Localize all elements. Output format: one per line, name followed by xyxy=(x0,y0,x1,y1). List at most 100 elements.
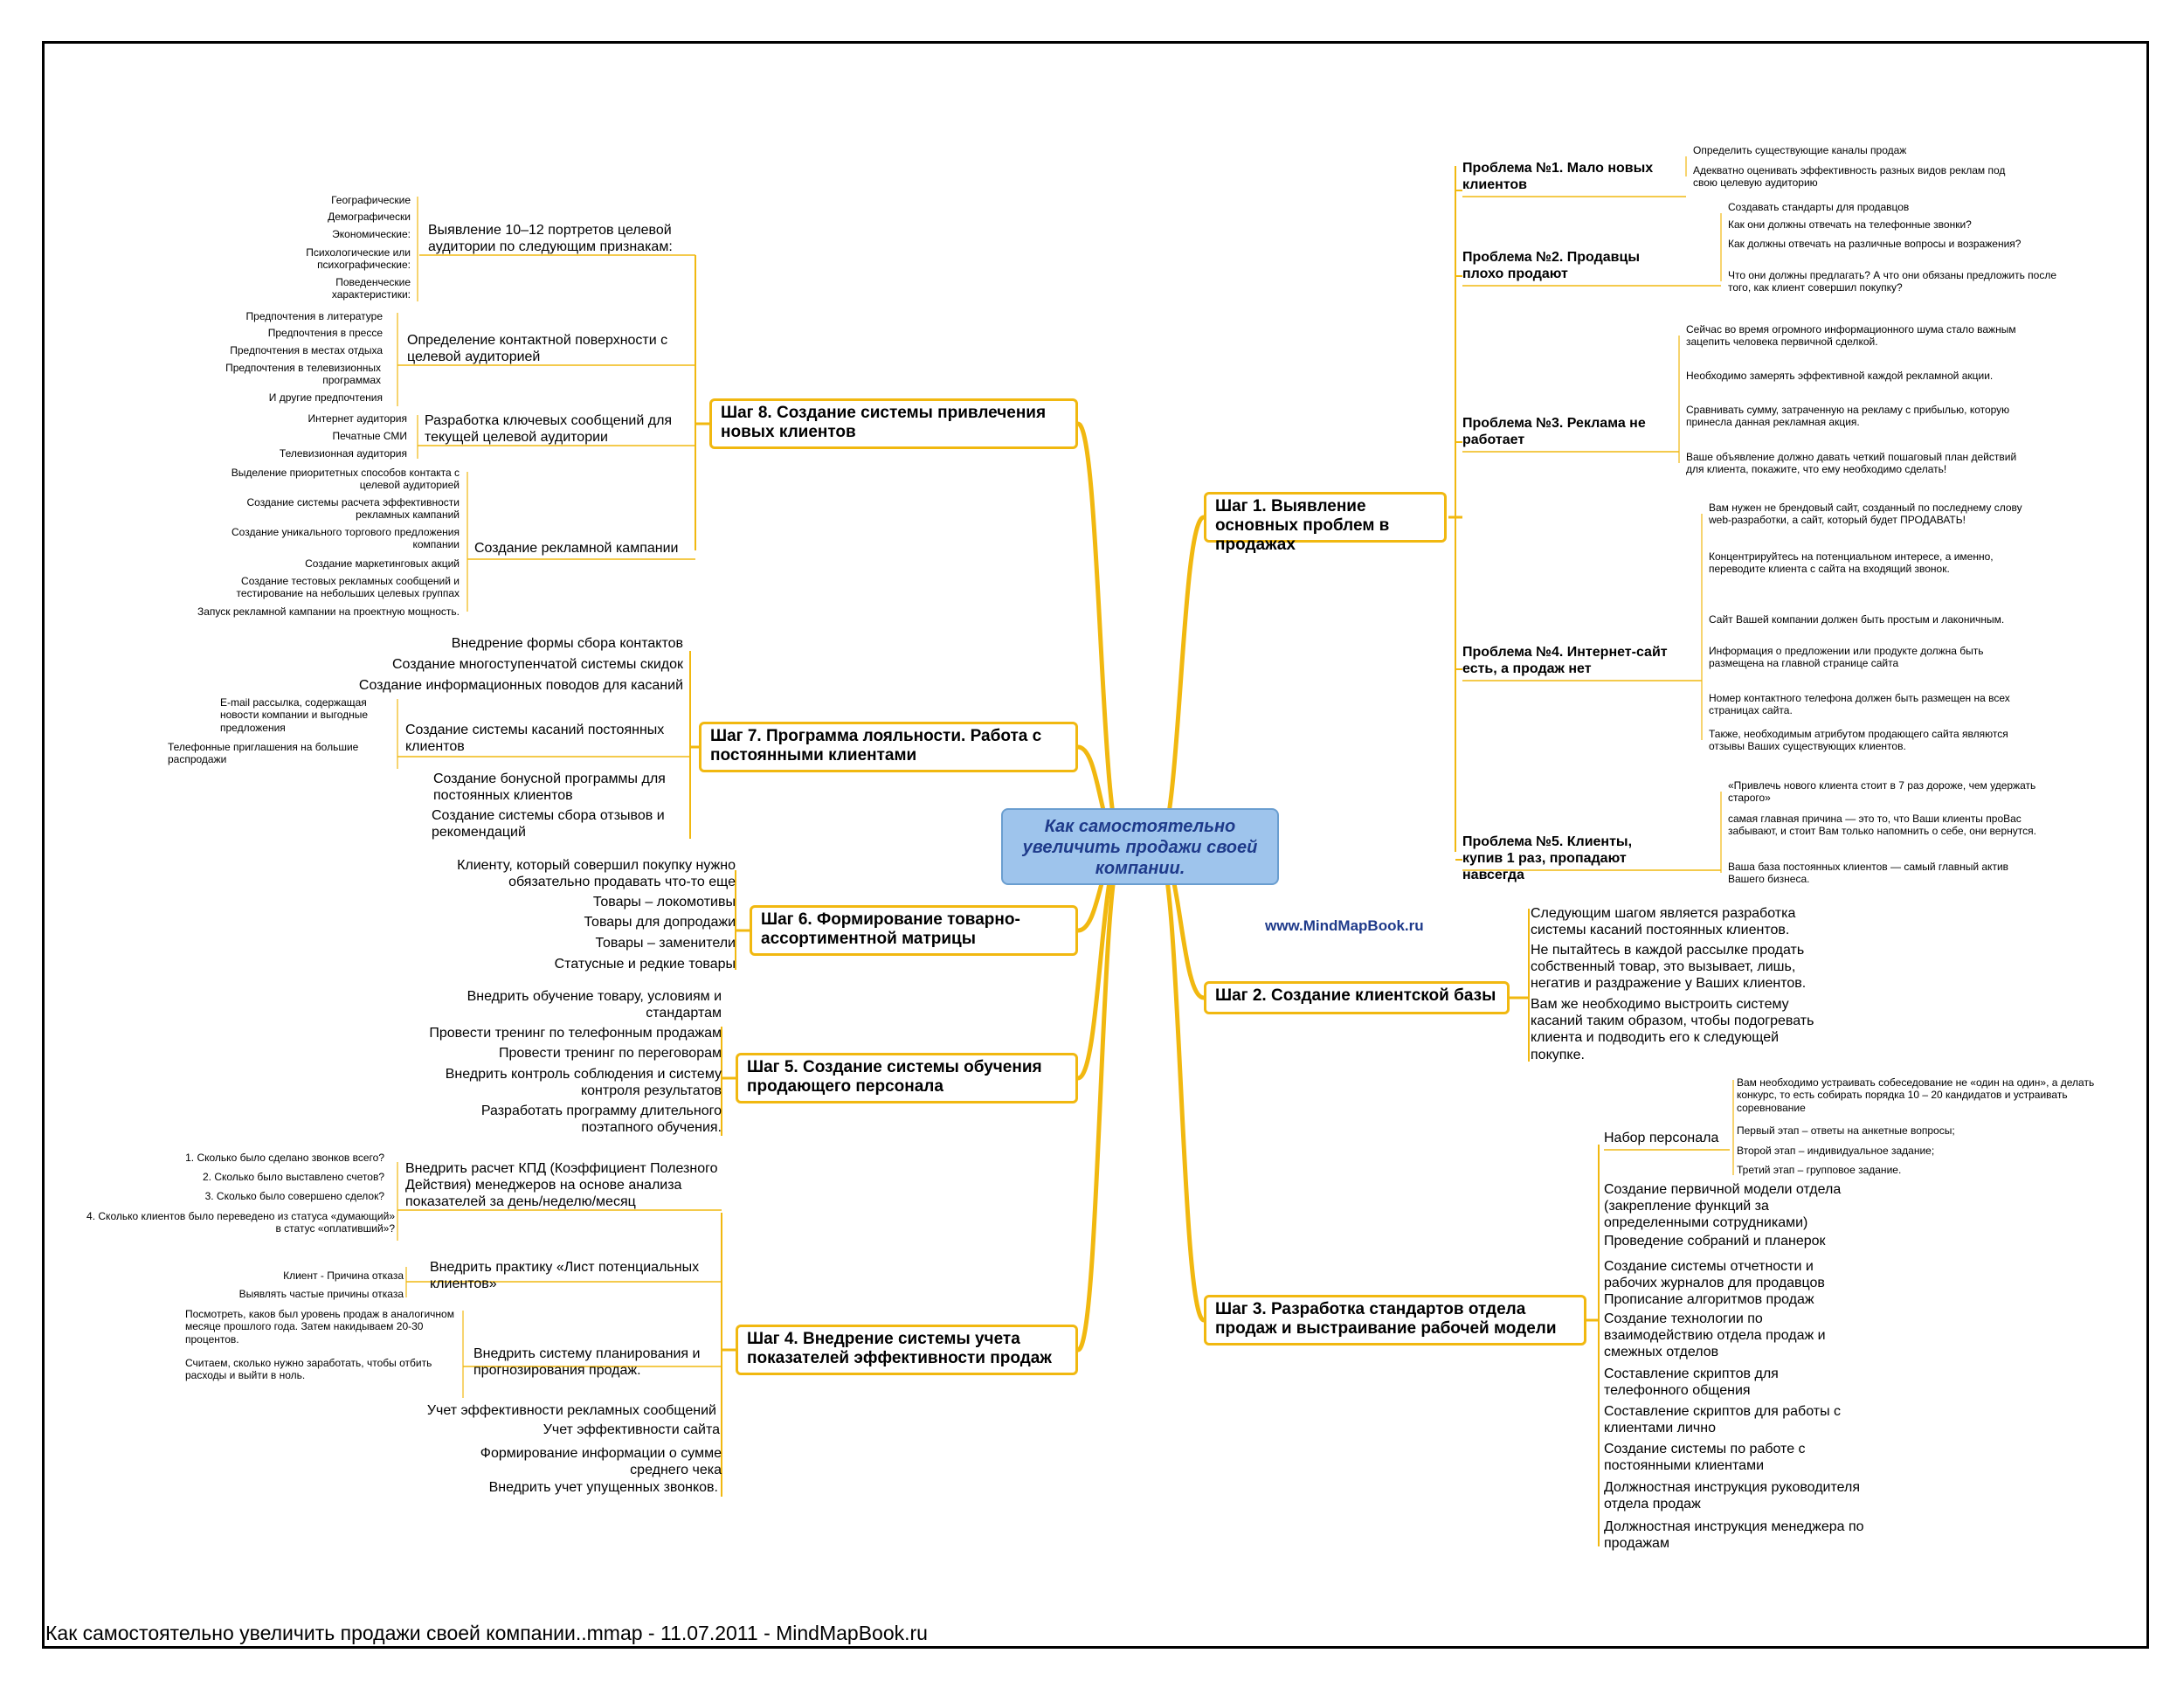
step7-item[interactable]: Внедрение формы сбора контактов xyxy=(451,636,683,651)
step6-item[interactable]: Статусные и редкие товары xyxy=(554,957,736,972)
step8-contact-item[interactable]: Предпочтения в телевизионных программах xyxy=(225,362,381,387)
step3-item[interactable]: Проведение собраний и планерок xyxy=(1604,1234,1826,1249)
step8-campaign-item[interactable]: Запуск рекламной кампании на проектную м… xyxy=(197,605,460,618)
step8-portrait-item[interactable]: Географические xyxy=(331,194,411,206)
step2-item[interactable]: Не пытайтесь в каждой рассылке продать с… xyxy=(1531,943,1807,992)
step8-messages-item[interactable]: Интернет аудитория xyxy=(308,412,407,425)
step8-portrait-item[interactable]: Поведенческие характеристики: xyxy=(331,276,411,301)
step1-p4-item[interactable]: Информация о предложении или продукте до… xyxy=(1709,645,1984,670)
step3-item[interactable]: Должностная инструкция руководителя отде… xyxy=(1604,1480,1860,1512)
step1-p2-item[interactable]: Что они должны предлагать? А что они обя… xyxy=(1728,269,2057,294)
step3-item[interactable]: Должностная инструкция менеджера по прод… xyxy=(1604,1519,1864,1552)
step8-campaign-node[interactable]: Создание рекламной кампании xyxy=(474,541,679,556)
step8-messages-node[interactable]: Разработка ключевых сообщений для текуще… xyxy=(425,413,673,446)
step8-node[interactable]: Шаг 8. Создание системы привлечения новы… xyxy=(709,398,1078,449)
step1-p5-item[interactable]: «Привлечь нового клиента стоит в 7 раз д… xyxy=(1728,779,2036,805)
step2-node[interactable]: Шаг 2. Создание клиентской базы xyxy=(1204,981,1510,1014)
step1-p5-item[interactable]: Ваша база постоянных клиентов — самый гл… xyxy=(1728,861,2009,886)
step1-p1-item[interactable]: Адекватно оценивать эффективность разных… xyxy=(1693,164,2006,190)
step1-p2-item[interactable]: Как должны отвечать на различные вопросы… xyxy=(1728,238,2022,250)
step1-node[interactable]: Шаг 1. Выявление основных проблем в прод… xyxy=(1204,492,1447,554)
step8-contact-node[interactable]: Определение контактной поверхности с цел… xyxy=(407,333,668,365)
step3-hiring-item[interactable]: Второй этап – индивидуальное задание; xyxy=(1737,1145,1935,1157)
step7-node[interactable]: Шаг 7. Программа лояльности. Работа с по… xyxy=(699,722,1078,772)
step8-portrait-node[interactable]: Выявление 10–12 портретов целевой аудито… xyxy=(428,223,673,255)
step8-campaign-item[interactable]: Создание системы расчета эффективности р… xyxy=(246,496,460,522)
step4-item[interactable]: Внедрить учет упущенных звонков. xyxy=(488,1480,718,1495)
step6-item[interactable]: Клиенту, который совершил покупку нужно … xyxy=(457,858,736,890)
step1-p4-item[interactable]: Вам нужен не брендовый сайт, созданный п… xyxy=(1709,502,2022,527)
step5-item[interactable]: Внедрить контроль соблюдения и систему к… xyxy=(445,1067,722,1099)
step6-item[interactable]: Товары – локомотивы xyxy=(592,895,736,910)
step1-p2-item[interactable]: Как они должны отвечать на телефонные зв… xyxy=(1728,218,1972,231)
step8-messages-item[interactable]: Печатные СМИ xyxy=(332,430,407,442)
step3-item[interactable]: Создание системы по работе с постоянными… xyxy=(1604,1442,1806,1474)
step1-p4-item[interactable]: Номер контактного телефона должен быть р… xyxy=(1709,692,2010,717)
step7-item[interactable]: Создание многоступенчатой системы скидок xyxy=(391,657,683,672)
step8-contact-item[interactable]: Предпочтения в местах отдыха xyxy=(230,344,383,356)
website-label[interactable]: www.MindMapBook.ru xyxy=(1265,917,1424,934)
step6-item[interactable]: Товары – заменители xyxy=(595,936,736,951)
step7-touch-item[interactable]: Телефонные приглашения на большие распро… xyxy=(168,741,359,766)
step4-list-item[interactable]: Выявлять частые причины отказа xyxy=(238,1288,404,1300)
step2-item[interactable]: Следующим шагом является разработка сист… xyxy=(1531,906,1796,938)
step1-p4-item[interactable]: Концентрируйтесь на потенциальном интере… xyxy=(1709,550,1994,576)
step3-item[interactable]: Создание системы отчетности и рабочих жу… xyxy=(1604,1259,1825,1291)
step3-item[interactable]: Прописание алгоритмов продаж xyxy=(1604,1292,1814,1307)
step4-kpd-item[interactable]: 1. Сколько было сделано звонков всего? xyxy=(185,1152,384,1164)
step1-p4-item[interactable]: Также, необходимым атрибутом продающего … xyxy=(1709,728,2008,753)
step3-item[interactable]: Составление скриптов для телефонного общ… xyxy=(1604,1366,1779,1399)
step8-portrait-item[interactable]: Экономические: xyxy=(332,228,411,240)
step1-problem-3[interactable]: Проблема №3. Реклама не работает xyxy=(1462,416,1646,448)
step3-node[interactable]: Шаг 3. Разработка стандартов отдела прод… xyxy=(1204,1295,1586,1346)
step5-item[interactable]: Провести тренинг по переговорам xyxy=(498,1046,722,1061)
step4-kpd-node[interactable]: Внедрить расчет КПД (Коэффициент Полезно… xyxy=(405,1161,718,1210)
step3-item[interactable]: Создание первичной модели отдела (закреп… xyxy=(1604,1182,1842,1231)
step4-plan-node[interactable]: Внедрить систему планирования и прогнози… xyxy=(473,1346,701,1379)
step5-node[interactable]: Шаг 5. Создание системы обучения продающ… xyxy=(736,1053,1078,1103)
step3-item[interactable]: Создание технологии по взаимодействию от… xyxy=(1604,1311,1826,1360)
step1-problem-2[interactable]: Проблема №2. Продавцы плохо продают xyxy=(1462,250,1640,282)
step1-p3-item[interactable]: Сейчас во время огромного информационног… xyxy=(1686,323,2016,349)
step8-messages-item[interactable]: Телевизионная аудитория xyxy=(279,447,407,460)
step5-item[interactable]: Разработать программу длительного поэтап… xyxy=(480,1103,722,1136)
step3-hiring-item[interactable]: Вам необходимо устраивать собеседование … xyxy=(1737,1076,2095,1114)
step1-p3-item[interactable]: Ваше объявление должно давать четкий пош… xyxy=(1686,451,2017,476)
step5-item[interactable]: Провести тренинг по телефонным продажам xyxy=(429,1026,722,1041)
step1-problem-4[interactable]: Проблема №4. Интернет-сайт есть, а прода… xyxy=(1462,645,1668,677)
step1-p5-item[interactable]: самая главная причина — это то, что Ваши… xyxy=(1728,813,2036,838)
step4-item[interactable]: Учет эффективности сайта xyxy=(543,1422,720,1437)
step8-portrait-item[interactable]: Демографически xyxy=(328,211,411,223)
step3-hiring-item[interactable]: Третий этап – групповое задание. xyxy=(1737,1164,1902,1176)
step4-item[interactable]: Учет эффективности рекламных сообщений xyxy=(426,1403,716,1418)
step6-item[interactable]: Товары для допродажи xyxy=(584,915,736,930)
step4-kpd-item[interactable]: 3. Сколько было совершено сделок? xyxy=(204,1190,384,1202)
step3-hiring-item[interactable]: Первый этап – ответы на анкетные вопросы… xyxy=(1737,1124,1955,1137)
step8-campaign-item[interactable]: Создание маркетинговых акций xyxy=(305,557,460,570)
step1-problem-5[interactable]: Проблема №5. Клиенты, купив 1 раз, пропа… xyxy=(1462,834,1633,883)
step8-contact-item[interactable]: Предпочтения в прессе xyxy=(267,327,383,339)
central-topic[interactable]: Как самостоятельно увеличить продажи сво… xyxy=(1001,808,1279,885)
step1-problem-1[interactable]: Проблема №1. Мало новых клиентов xyxy=(1462,161,1654,193)
step8-contact-item[interactable]: Предпочтения в литературе xyxy=(245,310,383,322)
step7-item[interactable]: Создание системы сбора отзывов и рекомен… xyxy=(432,808,665,841)
step7-item[interactable]: Создание информационных поводов для каса… xyxy=(358,678,683,693)
step4-node[interactable]: Шаг 4. Внедрение системы учета показател… xyxy=(736,1325,1078,1375)
step8-portrait-item[interactable]: Психологические или психографические: xyxy=(306,246,411,272)
step7-touch-node[interactable]: Создание системы касаний постоянных клие… xyxy=(405,723,665,755)
step4-list-item[interactable]: Клиент - Причина отказа xyxy=(283,1269,404,1282)
step8-campaign-item[interactable]: Создание тестовых рекламных сообщений и … xyxy=(236,575,460,600)
step4-kpd-item[interactable]: 4. Сколько клиентов было переведено из с… xyxy=(86,1210,395,1235)
step4-list-node[interactable]: Внедрить практику «Лист потенциальных кл… xyxy=(430,1260,700,1292)
step1-p4-item[interactable]: Сайт Вашей компании должен быть простым … xyxy=(1709,613,2005,626)
step5-item[interactable]: Внедрить обучение товару, условиям и ста… xyxy=(467,989,722,1021)
step8-campaign-item[interactable]: Выделение приоритетных способов контакта… xyxy=(231,467,460,492)
step4-plan-item[interactable]: Посмотреть, каков был уровень продаж в а… xyxy=(185,1308,454,1346)
step3-item[interactable]: Составление скриптов для работы с клиент… xyxy=(1604,1404,1842,1436)
step2-item[interactable]: Вам же необходимо выстроить систему каса… xyxy=(1531,997,1814,1062)
step7-item[interactable]: Создание бонусной программы для постоянн… xyxy=(433,771,666,804)
step4-kpd-item[interactable]: 2. Сколько было выставлено счетов? xyxy=(202,1171,384,1183)
step8-contact-item[interactable]: И другие предпочтения xyxy=(268,391,383,404)
step4-item[interactable]: Формирование информации о сумме среднего… xyxy=(480,1446,722,1478)
step1-p2-item[interactable]: Создавать стандарты для продавцов xyxy=(1728,201,1910,213)
